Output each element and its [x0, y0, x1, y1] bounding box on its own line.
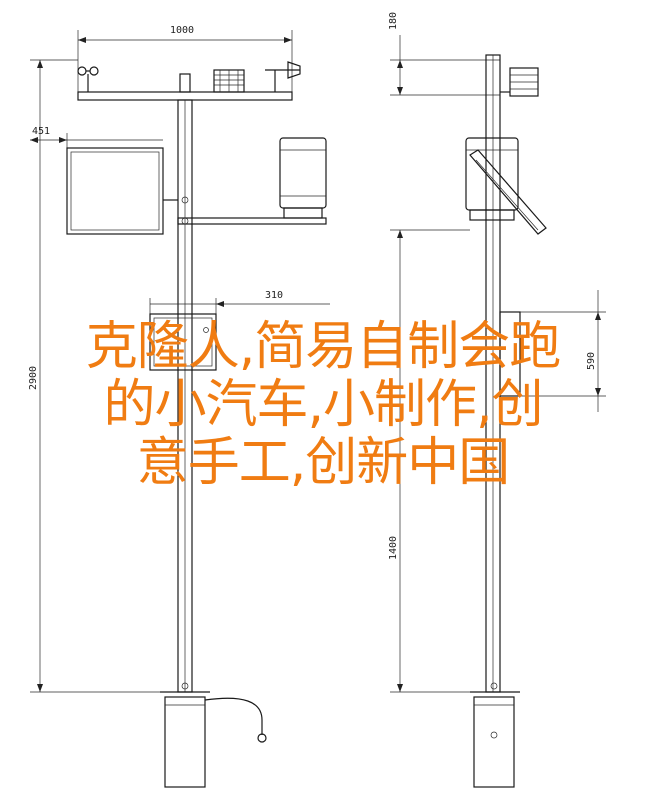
dim-box-height: 590 [520, 290, 606, 412]
side-top-sensor [500, 67, 539, 97]
dim-box-height-label: 590 [586, 352, 597, 370]
dim-top-offset: 180 [388, 12, 500, 96]
side-solar-panel [469, 149, 547, 235]
control-box [149, 313, 217, 371]
dim-total-height-label: 2900 [28, 366, 39, 390]
solar-panel [66, 147, 189, 235]
overlay-line-2: 的小汽车,小制作,创 [103, 375, 543, 435]
dim-total-height: 2900 [28, 59, 165, 693]
front-view: 1000 2900 451 [28, 25, 330, 788]
overlay-line-1: 克隆人,简易自制会跑 [85, 317, 562, 377]
wind-vane [265, 61, 301, 92]
bracket-arm [177, 217, 327, 225]
dim-crossarm: 1000 [77, 25, 293, 95]
dim-lower-height-label: 1400 [388, 536, 399, 560]
side-view: 180 1400 590 [388, 12, 606, 788]
side-cylinder [465, 137, 519, 221]
side-base [470, 682, 520, 788]
crossarm [77, 91, 293, 101]
dim-lower-height: 1400 [388, 229, 470, 693]
sensor-shield [213, 69, 245, 93]
pole-top-cap [179, 73, 191, 93]
dim-panel-label: 451 [32, 126, 50, 137]
overlay-line-3: 意手工,创新中国 [136, 433, 511, 493]
front-base [160, 682, 267, 788]
watermark-overlay-text: 克隆人,简易自制会跑 的小汽车,小制作,创 意手工,创新中国 [0, 318, 646, 492]
dim-panel: 451 [30, 126, 163, 148]
dim-crossarm-label: 1000 [170, 25, 194, 36]
side-control-box [499, 311, 521, 397]
dim-top-offset-label: 180 [388, 12, 399, 30]
anemometer [77, 66, 99, 92]
dim-box-label: 310 [265, 290, 283, 301]
logger-cylinder [279, 137, 327, 219]
